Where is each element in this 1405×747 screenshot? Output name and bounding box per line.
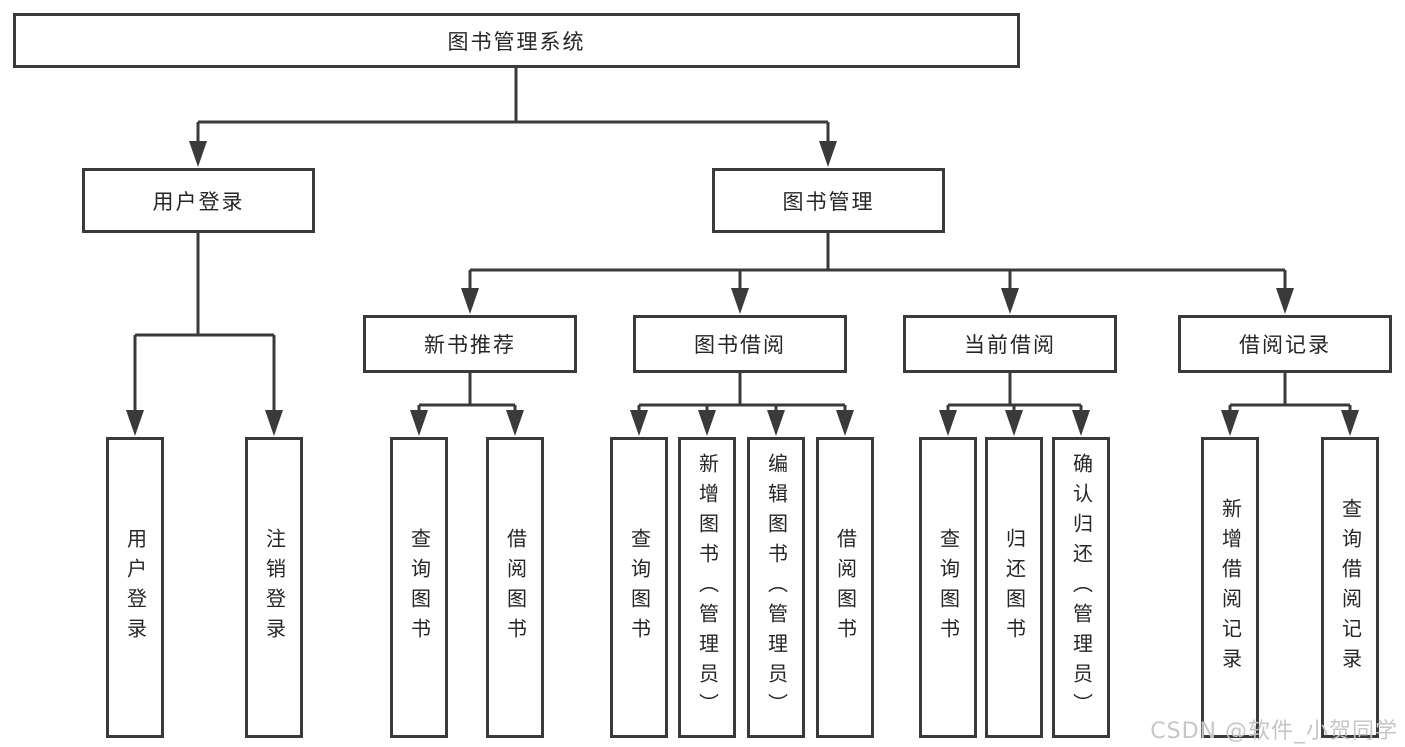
node-label: 注销登录 <box>262 527 287 648</box>
node-label: 归还图书 <box>1002 527 1027 648</box>
leaf-query-books-recommend: 查询图书 <box>390 437 448 738</box>
node-label: 确认归还（管理员） <box>1069 452 1094 723</box>
leaf-logout: 注销登录 <box>245 437 303 738</box>
node-book-borrow: 图书借阅 <box>633 315 847 373</box>
leaf-return-books: 归还图书 <box>985 437 1043 738</box>
node-user-login: 用户登录 <box>82 168 315 233</box>
node-label: 图书管理 <box>782 189 875 214</box>
node-label: 借阅图书 <box>503 527 528 648</box>
node-label: 查询图书 <box>627 527 652 648</box>
leaf-user-login: 用户登录 <box>106 437 164 738</box>
node-label: 查询图书 <box>936 527 961 648</box>
node-label: 新增图书（管理员） <box>695 452 720 723</box>
node-label: 查询图书 <box>407 527 432 648</box>
node-borrow-records: 借阅记录 <box>1178 315 1392 373</box>
node-label: 新书推荐 <box>424 333 516 357</box>
node-label: 新增借阅记录 <box>1218 497 1243 678</box>
node-label: 借阅图书 <box>833 527 858 648</box>
node-book-management: 图书管理 <box>712 168 945 233</box>
leaf-add-books-admin: 新增图书（管理员） <box>678 437 736 738</box>
leaf-query-books-current: 查询图书 <box>919 437 977 738</box>
node-label: 当前借阅 <box>964 333 1056 357</box>
node-label: 图书借阅 <box>694 333 786 357</box>
leaf-query-borrow-record: 查询借阅记录 <box>1321 437 1379 738</box>
node-label: 编辑图书（管理员） <box>764 452 789 723</box>
node-current-borrow: 当前借阅 <box>903 315 1117 373</box>
node-label: 查询借阅记录 <box>1338 497 1363 678</box>
leaf-add-borrow-record: 新增借阅记录 <box>1201 437 1259 738</box>
node-label: 图书管理系统 <box>447 29 586 54</box>
leaf-confirm-return-admin: 确认归还（管理员） <box>1052 437 1110 738</box>
node-label: 借阅记录 <box>1239 333 1331 357</box>
node-label: 用户登录 <box>123 527 148 648</box>
leaf-query-books-borrow: 查询图书 <box>610 437 668 738</box>
leaf-borrow-books-borrow: 借阅图书 <box>816 437 874 738</box>
leaf-borrow-books-recommend: 借阅图书 <box>486 437 544 738</box>
node-label: 用户登录 <box>152 189 245 214</box>
node-new-book-recommend: 新书推荐 <box>363 315 577 373</box>
node-root: 图书管理系统 <box>13 13 1020 68</box>
leaf-edit-books-admin: 编辑图书（管理员） <box>747 437 805 738</box>
